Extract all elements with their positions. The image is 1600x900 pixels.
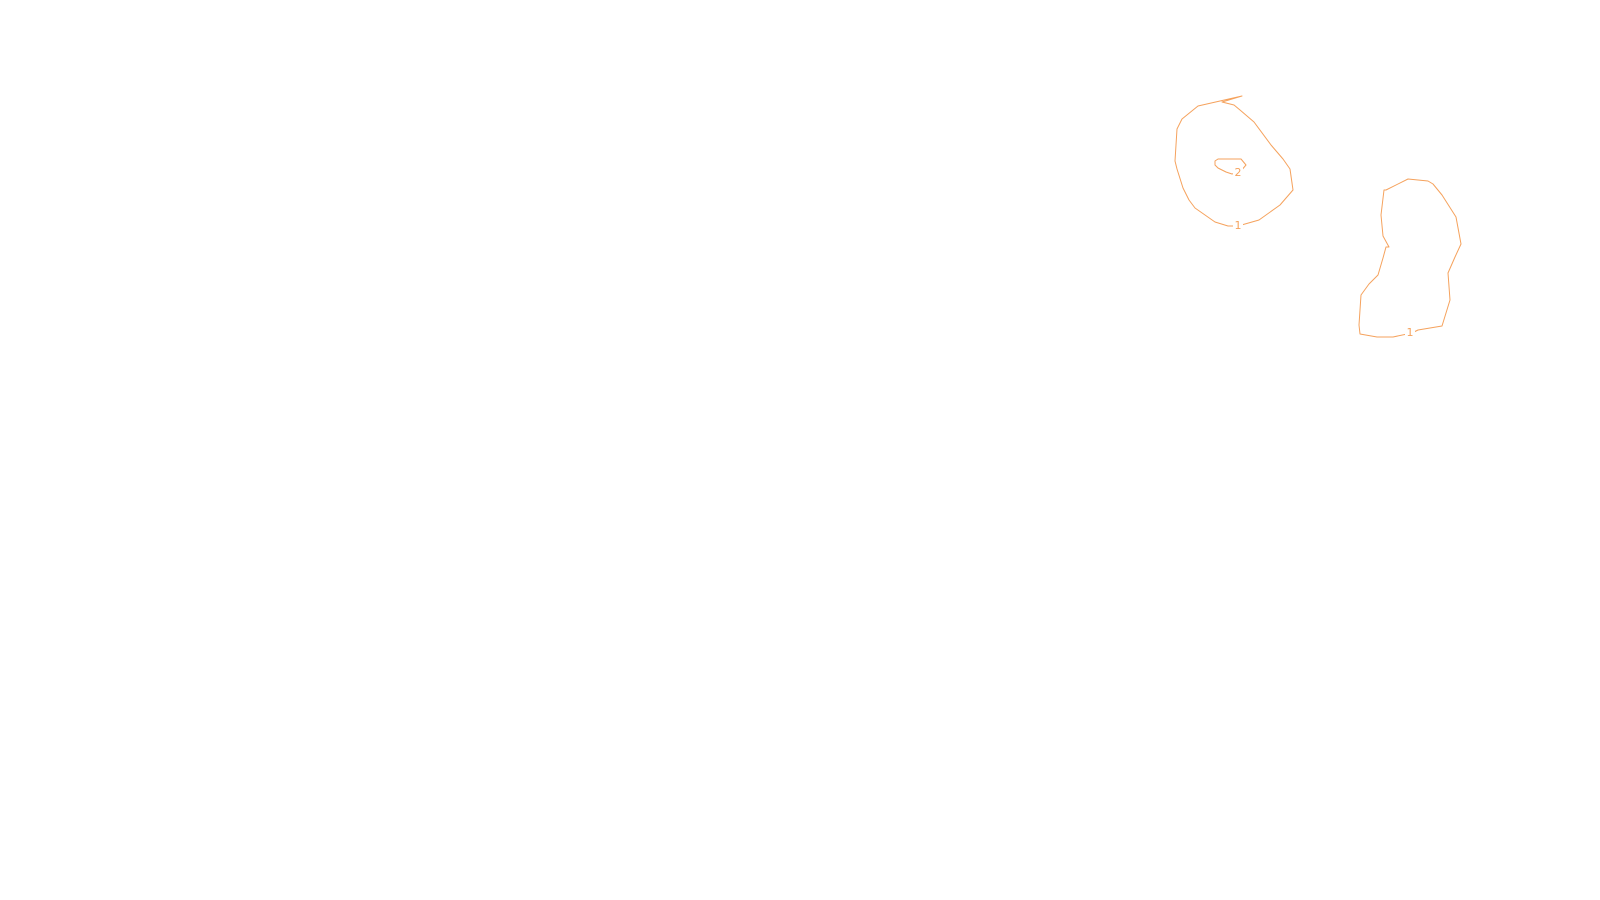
- contour-label-left-outer: 1: [1235, 219, 1242, 232]
- contour-label-left-inner: 2: [1235, 166, 1242, 179]
- contour-label-right-outer: 1: [1407, 326, 1414, 339]
- contour-label-bg-left-inner: [1233, 167, 1243, 179]
- contour-label-bg-right-outer: [1405, 327, 1415, 339]
- contour-line-right-outer: [1358, 178, 1462, 338]
- contour-label-bg-left-outer: [1233, 220, 1243, 232]
- contour-line-left-inner: [1214, 158, 1247, 175]
- contour-line-left-outer: [1174, 95, 1294, 227]
